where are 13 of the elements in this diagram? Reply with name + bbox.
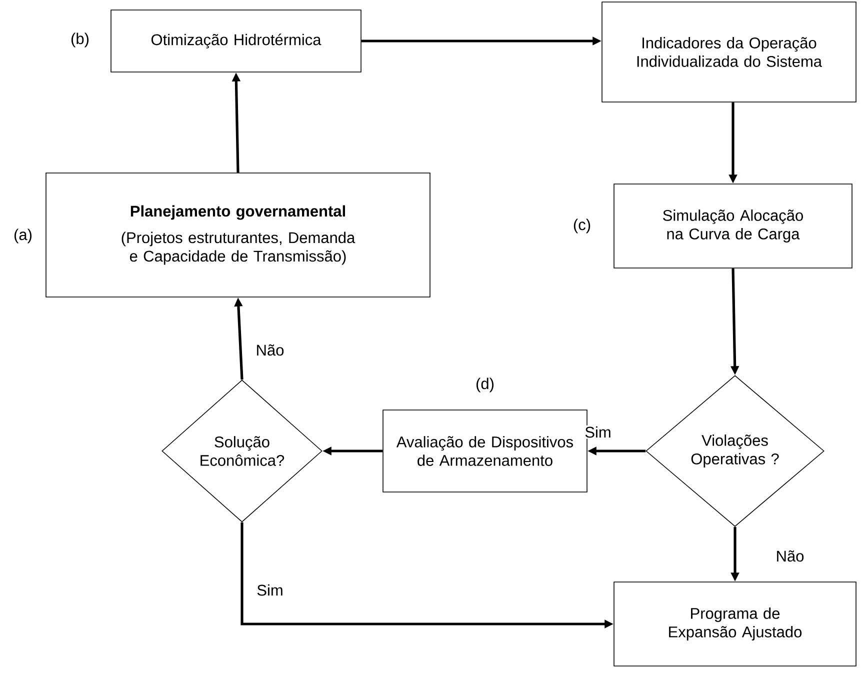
- process-box: Otimização Hidrotérmica: [110, 10, 362, 72]
- step-label: (c): [574, 218, 590, 234]
- step-label: (a): [14, 228, 32, 244]
- step-label: (d): [476, 378, 494, 392]
- edge-label: Não: [774, 549, 806, 563]
- edge-label: Sim: [256, 583, 284, 597]
- edge-label: Não: [254, 343, 286, 357]
- process-box: Simulação Alocação na Curva de Carga: [614, 184, 852, 268]
- process-box: Indicadores da Operação Individualizada do Sistema: [602, 2, 856, 102]
- process-box: Planejamento governamental (Projetos estruturantes, Demanda e Capacidade de Transmissão): [46, 172, 430, 298]
- process-box: Programa de Expansão Ajustado: [614, 582, 856, 666]
- step-label: (b): [72, 32, 89, 48]
- edge-label: Sim: [584, 425, 612, 439]
